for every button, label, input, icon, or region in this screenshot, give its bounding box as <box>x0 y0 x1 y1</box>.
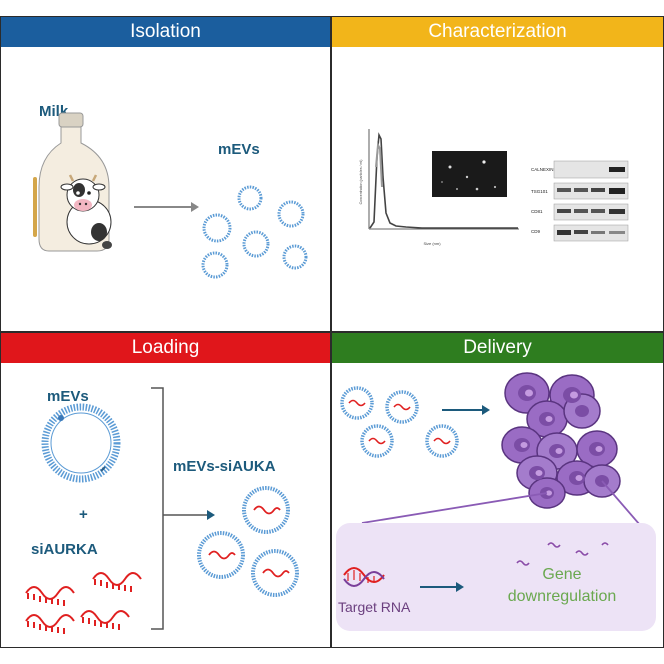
isolation-header: Isolation <box>1 17 330 47</box>
mevs-label-isolation: mEVs <box>218 141 260 158</box>
blot-label-cd81: CD81 <box>531 209 543 214</box>
loading-bracket <box>151 387 215 630</box>
gene-label: Gene <box>542 566 581 583</box>
characterization-header: Characterization <box>332 17 663 47</box>
mevs-siauka-label: mEVs-siAUKA <box>173 458 276 475</box>
blot-label-tsg101: TSG101 <box>531 189 548 194</box>
loading-header: Loading <box>1 333 330 363</box>
target-rna-label: Target RNA <box>338 599 411 615</box>
nta-x-axis-label: Size (nm) <box>423 241 441 246</box>
delivery-illustration: Target RNA Gene downregulation <box>336 372 656 631</box>
cow-icon <box>60 174 112 249</box>
delivery-vesicles <box>340 386 459 458</box>
loading-illustration <box>25 387 299 634</box>
nta-y-axis-label: Concentration (particles / ml) <box>359 160 363 205</box>
mevs-vesicles-isolation <box>201 185 308 279</box>
delivery-header: Delivery <box>332 333 663 363</box>
western-blot: CALNEXIN TSG101 CD81 CD9 <box>531 160 629 242</box>
delivery-panel: Delivery <box>331 332 664 648</box>
cell-interior-inset <box>336 523 656 631</box>
delivery-arrow <box>442 405 490 415</box>
isolation-arrow <box>134 202 199 212</box>
zoom-lines <box>361 480 641 526</box>
characterization-illustration: Size (nm) Concentration (particles / ml)… <box>359 129 629 246</box>
characterization-panel: Characterization Size (nm) Concentration… <box>331 16 664 332</box>
downregulation-arrow <box>420 582 464 592</box>
cancer-cell-cluster <box>501 372 621 509</box>
nta-size-plot: Size (nm) Concentration (particles / ml) <box>359 129 519 246</box>
plus-sign: + <box>79 506 88 523</box>
downregulation-label: downregulation <box>508 588 617 605</box>
tem-image <box>432 151 507 197</box>
blot-label-calnexin: CALNEXIN <box>531 167 554 172</box>
loaded-vesicles <box>197 486 299 597</box>
isolation-illustration <box>33 112 308 279</box>
large-vesicle-icon <box>41 403 121 483</box>
sirna-strands <box>25 572 142 634</box>
siaurka-label: siAURKA <box>31 541 98 558</box>
blot-label-cd9: CD9 <box>531 229 540 234</box>
loading-panel: Loading mEVs + siAURKA mEVs-siAUKA <box>0 332 331 648</box>
mevs-label-loading: mEVs <box>47 388 89 405</box>
target-rna-icon <box>343 567 385 587</box>
isolation-panel: Isolation Milk mEVs <box>0 16 331 332</box>
degraded-rna-fragments <box>516 542 609 566</box>
